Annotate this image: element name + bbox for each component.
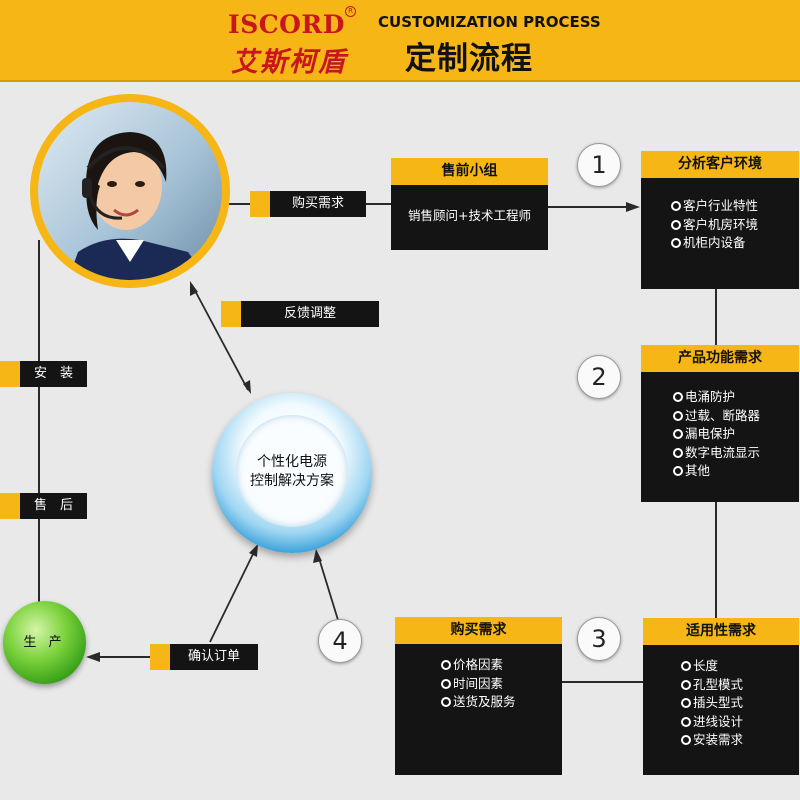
list-item: 电涌防护 — [673, 388, 799, 407]
suitability-needs-box: 适用性需求 长度 孔型模式 插头型式 进线设计 安装需求 — [643, 618, 799, 775]
presales-box: 售前小组 销售顾问+技术工程师 — [391, 158, 548, 250]
list-item: 客户行业特性 — [671, 197, 799, 216]
solution-label-line2: 控制解决方案 — [212, 472, 372, 491]
purchase-needs-list: 价格因素 时间因素 送货及服务 — [395, 644, 562, 712]
tag-purchase-need: 购买需求 — [250, 191, 366, 217]
list-item: 插头型式 — [681, 694, 799, 713]
purchase-needs-title: 购买需求 — [395, 617, 562, 644]
function-needs-title: 产品功能需求 — [641, 345, 799, 372]
bullet-circle-icon — [673, 411, 683, 421]
list-item: 其他 — [673, 462, 799, 481]
arrow-to-green-icon — [86, 652, 100, 662]
function-needs-list: 电涌防护 过载、断路器 漏电保护 数字电流显示 其他 — [641, 372, 799, 481]
bullet-circle-icon — [681, 717, 691, 727]
step-number-4: 4 — [318, 619, 362, 663]
tag-install: 安 装 — [0, 361, 87, 387]
bullet-circle-icon — [673, 466, 683, 476]
list-item: 价格因素 — [441, 656, 562, 675]
bullet-circle-icon — [441, 679, 451, 689]
list-item: 数字电流显示 — [673, 444, 799, 463]
tag-feedback: 反馈调整 — [221, 301, 379, 327]
env-analysis-list: 客户行业特性 客户机房环境 机柜内设备 — [641, 178, 799, 253]
suitability-needs-title: 适用性需求 — [643, 618, 799, 645]
bullet-circle-icon — [671, 220, 681, 230]
bullet-circle-icon — [681, 698, 691, 708]
purchase-needs-box: 购买需求 价格因素 时间因素 送货及服务 — [395, 617, 562, 775]
solution-sphere: 个性化电源 控制解决方案 — [212, 393, 372, 553]
list-item: 孔型模式 — [681, 676, 799, 695]
production-label: 生 产 — [3, 631, 86, 650]
env-analysis-title: 分析客户环境 — [641, 151, 799, 178]
list-item: 客户机房环境 — [671, 216, 799, 235]
agent-illustration-icon — [38, 102, 222, 280]
solution-label-line1: 个性化电源 — [212, 453, 372, 472]
bullet-circle-icon — [681, 735, 691, 745]
suitability-needs-list: 长度 孔型模式 插头型式 进线设计 安装需求 — [643, 645, 799, 750]
step-number-3: 3 — [577, 617, 621, 661]
list-item: 过载、断路器 — [673, 407, 799, 426]
bullet-circle-icon — [441, 660, 451, 670]
step4-arrow-icon — [313, 549, 322, 563]
step-number-2: 2 — [577, 355, 621, 399]
bullet-circle-icon — [681, 680, 691, 690]
tag-confirm-order: 确认订单 — [150, 644, 258, 670]
list-item: 送货及服务 — [441, 693, 562, 712]
agent-photo — [30, 94, 230, 288]
list-item: 进线设计 — [681, 713, 799, 732]
bullet-circle-icon — [441, 697, 451, 707]
solution-label: 个性化电源 控制解决方案 — [212, 453, 372, 491]
bullet-circle-icon — [681, 661, 691, 671]
bullet-circle-icon — [673, 392, 683, 402]
arrow-to-env-icon — [626, 202, 640, 212]
tag-after-sales: 售 后 — [0, 493, 87, 519]
order-arrow-icon — [249, 544, 258, 557]
bullet-circle-icon — [673, 448, 683, 458]
order-arrow-line — [210, 550, 255, 642]
step4-arrow-line — [318, 555, 338, 620]
list-item: 漏电保护 — [673, 425, 799, 444]
bullet-circle-icon — [671, 238, 681, 248]
presales-title: 售前小组 — [391, 158, 548, 185]
list-item: 机柜内设备 — [671, 234, 799, 253]
env-analysis-box: 分析客户环境 客户行业特性 客户机房环境 机柜内设备 — [641, 151, 799, 289]
list-item: 长度 — [681, 657, 799, 676]
presales-body: 销售顾问+技术工程师 — [391, 185, 548, 224]
production-ball: 生 产 — [3, 601, 86, 684]
list-item: 安装需求 — [681, 731, 799, 750]
function-needs-box: 产品功能需求 电涌防护 过载、断路器 漏电保护 数字电流显示 其他 — [641, 345, 799, 502]
headset-agent-photo — [38, 102, 222, 280]
list-item: 时间因素 — [441, 675, 562, 694]
step-number-1: 1 — [577, 143, 621, 187]
bullet-circle-icon — [671, 201, 681, 211]
bullet-circle-icon — [673, 429, 683, 439]
